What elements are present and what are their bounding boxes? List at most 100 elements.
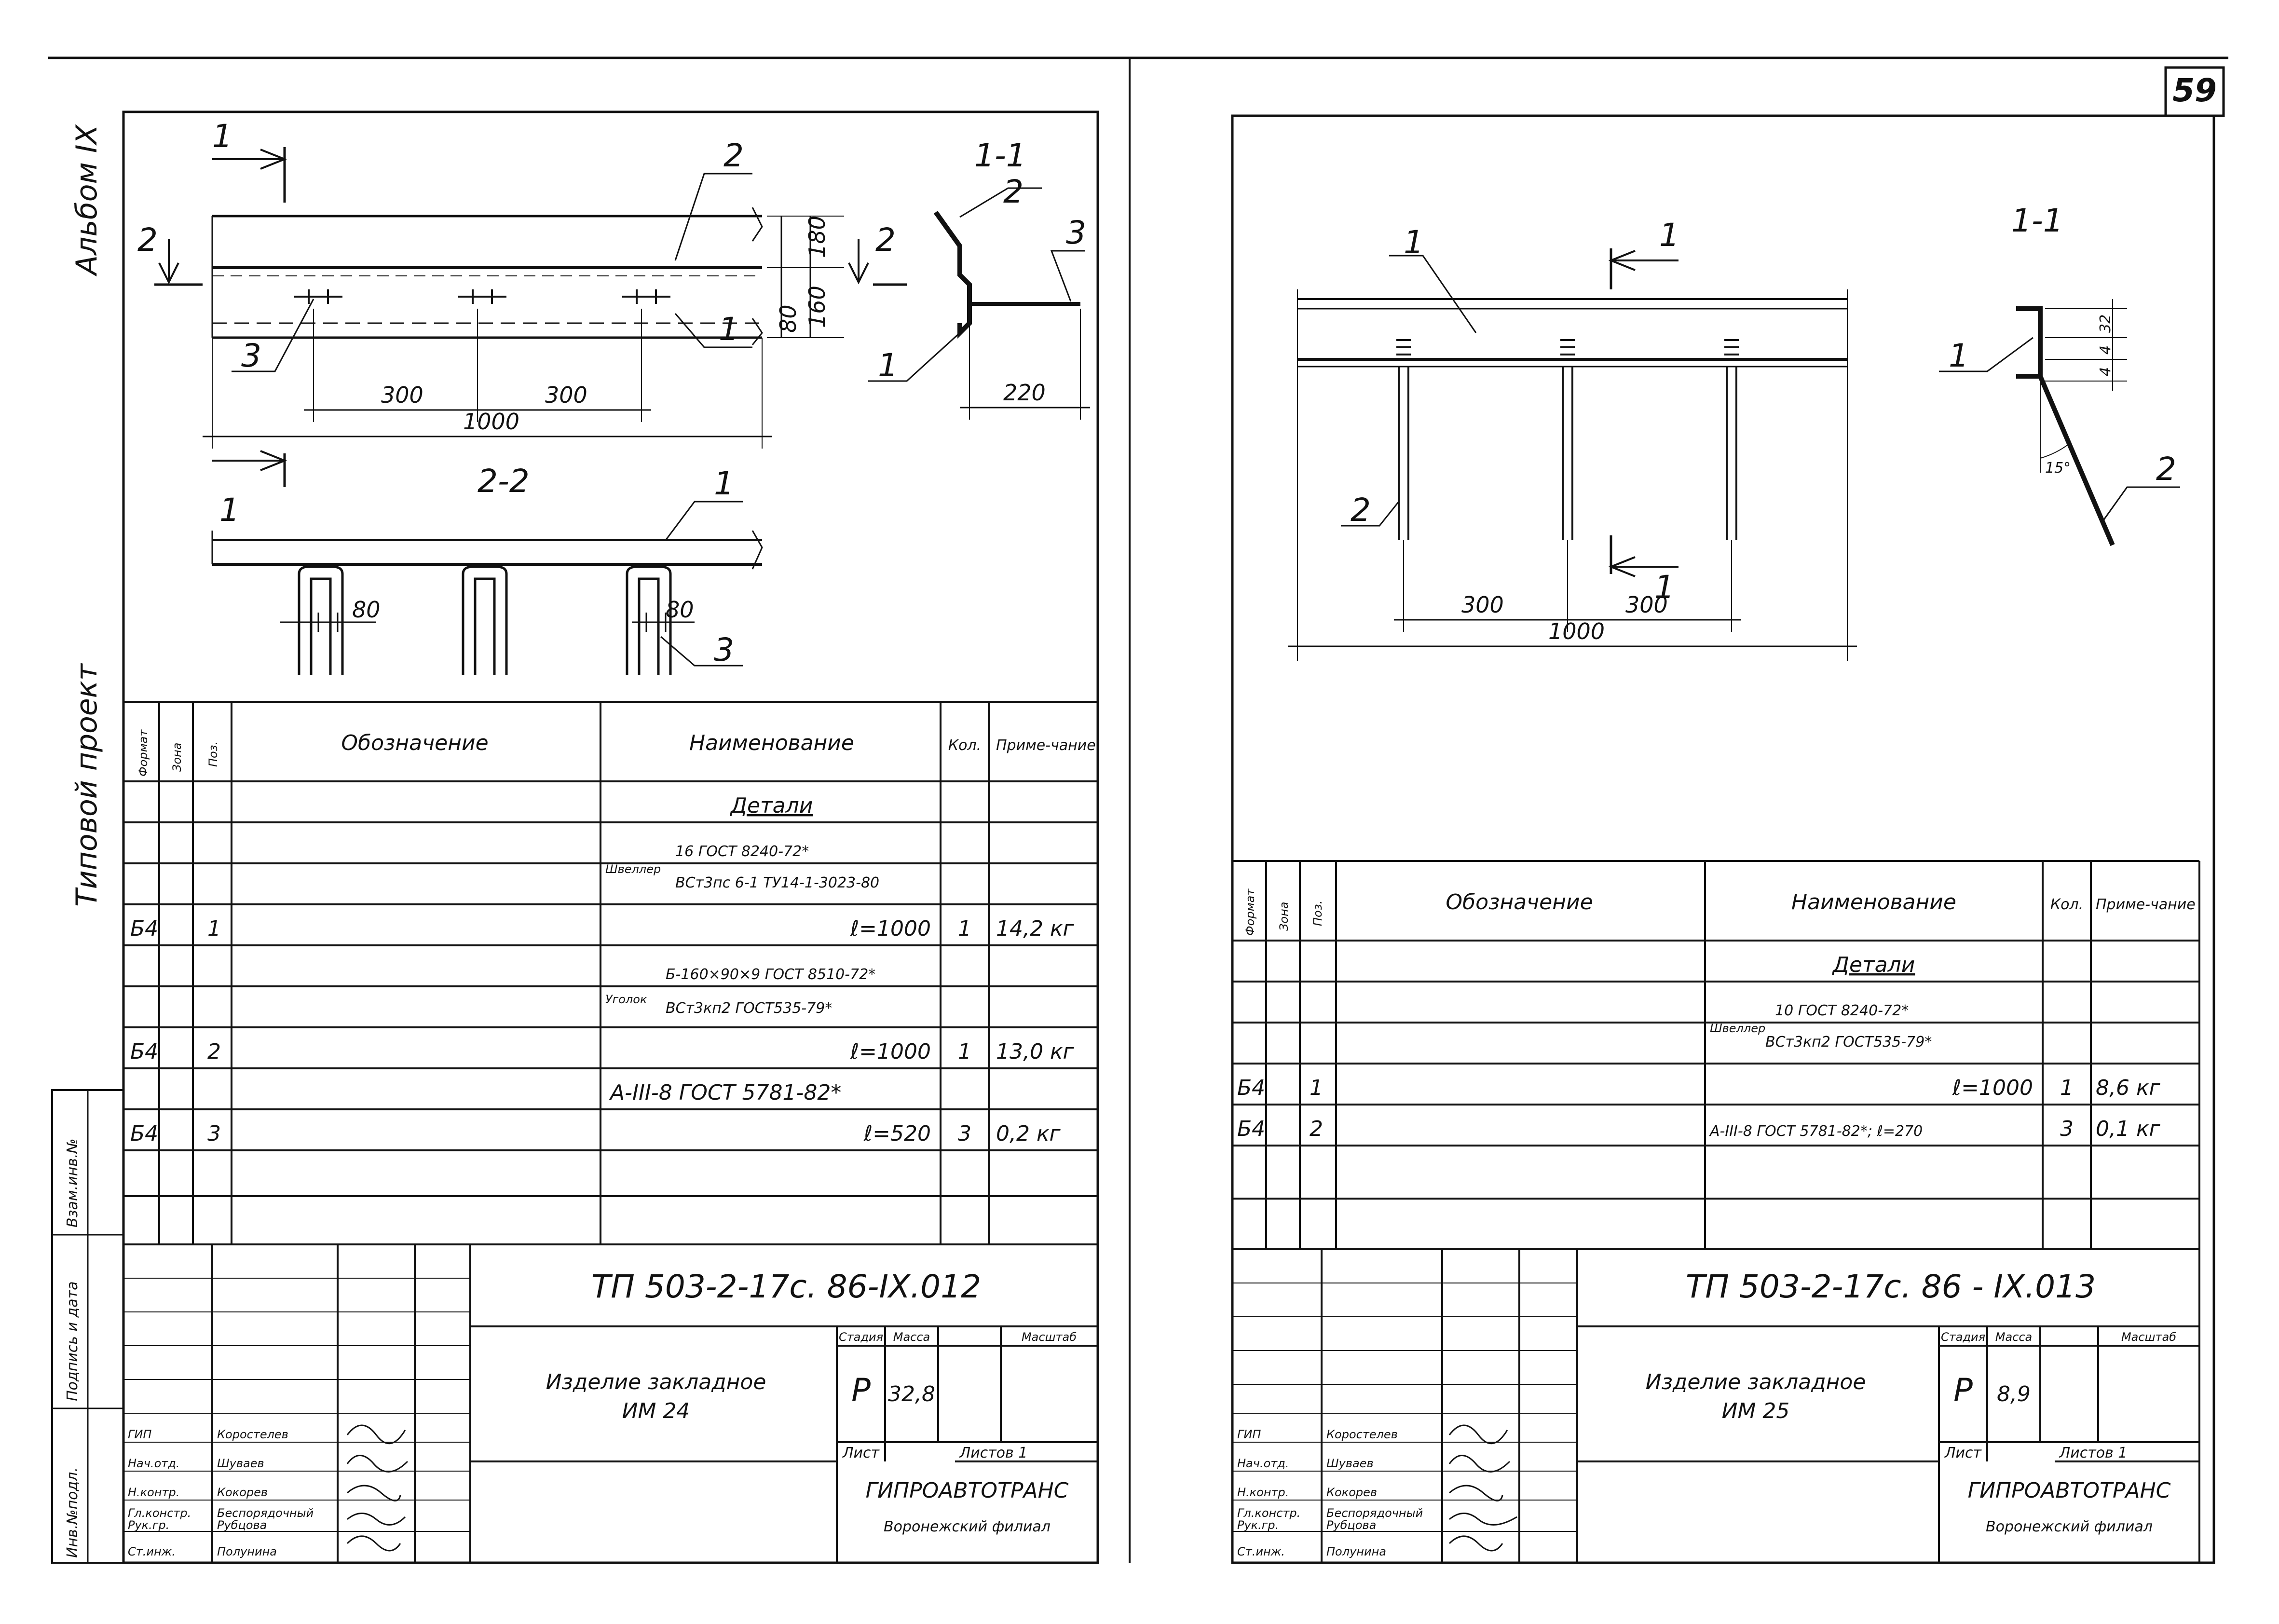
r-row2-pos: 1 <box>1310 1076 1323 1100</box>
r-sec-pos1: 1 <box>1949 337 1969 374</box>
r-staff-role-5: Рук.гр. <box>1237 1518 1279 1532</box>
r-staff-role-2: Нач.отд. <box>1237 1457 1289 1470</box>
r-row1-top: 10 ГОСТ 8240-72* <box>1775 1002 1909 1019</box>
r-sheet-label: Лист <box>1944 1445 1982 1461</box>
r-row2-qty: 1 <box>2060 1076 2074 1100</box>
hdr-note: Приме-чание <box>996 737 1096 754</box>
r-row2-format: Б4 <box>1237 1076 1265 1100</box>
org-branch: Воронежский филиал <box>884 1518 1051 1535</box>
left-plan-view: 1 2 2 2 1 3 180 160 80 300 300 1000 <box>137 118 907 449</box>
staff-role-3: Н.контр. <box>128 1486 179 1499</box>
r-org-name: ГИПРОАВТОТРАНС <box>1968 1478 2171 1503</box>
stamp-signature-date: Подпись и дата <box>64 1282 81 1402</box>
r-hdr-note: Приме-чание <box>2096 896 2196 913</box>
page-number-box: 59 <box>2164 66 2225 117</box>
section-details: Детали <box>730 793 813 818</box>
r-hdr-pos: Поз. <box>1311 901 1324 926</box>
project-label: Типовой проект <box>70 663 104 907</box>
staff-name-1: Коростелев <box>217 1428 288 1441</box>
stamp-inv-podl: Инв.№подл. <box>64 1467 81 1558</box>
r-row3-pos: 2 <box>1310 1117 1323 1141</box>
sec22-cut1: 1 <box>219 491 240 529</box>
item-code: ИМ 24 <box>622 1399 690 1423</box>
r-row2-note: 8,6 кг <box>2096 1076 2161 1100</box>
r-staff-name-3: Кокорев <box>1326 1486 1377 1499</box>
sec-pos3: 3 <box>1066 214 1086 251</box>
row6-qty: 3 <box>958 1121 971 1146</box>
dim-80a: 80 <box>352 597 381 623</box>
item-name: Изделие закладное <box>546 1370 766 1394</box>
dim-80b: 80 <box>666 597 694 623</box>
sheet-label: Лист <box>842 1445 880 1461</box>
row6-name: ℓ=520 <box>863 1121 931 1146</box>
cut1-label: 1 <box>212 118 232 155</box>
r-row2-name: ℓ=1000 <box>1952 1076 2033 1100</box>
mass-value: 32,8 <box>888 1382 935 1406</box>
row3-top: Б-160×90×9 ГОСТ 8510-72* <box>666 966 875 983</box>
left-title-block: ТП 503-2-17с. 86-IX.012 Изделие закладно… <box>123 1243 1098 1563</box>
cut2-label-right: 2 <box>875 221 896 259</box>
sec-2-2-title: 2-2 <box>478 463 530 500</box>
hdr-name: Наименование <box>689 731 854 755</box>
r-dim-4a: 4 <box>2097 345 2114 355</box>
hdr-qty: Кол. <box>948 737 981 754</box>
dim-300b: 300 <box>545 382 587 408</box>
album-label: Альбом IX <box>70 124 104 277</box>
dim-220: 220 <box>1003 380 1046 406</box>
left-section-1-1: 1-1 2 3 1 220 <box>868 137 1090 420</box>
row4-format: Б4 <box>130 1039 158 1064</box>
r-pos1: 1 <box>1404 224 1424 261</box>
staff-name-5: Рубцова <box>217 1518 267 1532</box>
signatures <box>346 1424 409 1552</box>
pos2-label: 2 <box>723 137 744 174</box>
row4-note: 13,0 кг <box>996 1039 1075 1064</box>
right-spec-table: Формат Зона Поз. Обозначение Наименовани… <box>1232 860 2200 1563</box>
dim-80: 80 <box>775 304 801 333</box>
r-sheets-label: Листов 1 <box>2059 1445 2128 1461</box>
row4-name: ℓ=1000 <box>850 1039 931 1064</box>
staff-role-5: Рук.гр. <box>128 1518 169 1532</box>
right-section-1-1: 1-1 1 2 15° 32 4 4 <box>1939 202 2180 546</box>
r-staff-name-1: Коростелев <box>1326 1428 1398 1441</box>
row4-pos: 2 <box>207 1039 221 1064</box>
r-staff-name-2: Шуваев <box>1326 1457 1374 1470</box>
r-hdr-name: Наименование <box>1791 890 1956 914</box>
r-hdr-format: Формат <box>1243 888 1257 936</box>
right-plan-view: 1 1 1 2 300 300 1000 <box>1288 217 1857 661</box>
r-staff-name-6: Полунина <box>1326 1545 1386 1558</box>
staff-name-6: Полунина <box>217 1545 277 1558</box>
r-dim-300b: 300 <box>1625 592 1668 618</box>
row5-name: А-III-8 ГОСТ 5781-82* <box>609 1080 841 1105</box>
row2-name: ℓ=1000 <box>850 916 931 941</box>
row6-format: Б4 <box>130 1121 158 1146</box>
r-signatures <box>1448 1424 1517 1552</box>
row1-prefix: Швеллер <box>605 862 661 876</box>
r-item-name: Изделие закладное <box>1646 1370 1866 1394</box>
r-row1-prefix: Швеллер <box>1710 1022 1765 1035</box>
staff-name-2: Шуваев <box>217 1457 264 1470</box>
org-name: ГИПРОАВТОТРАНС <box>866 1478 1069 1503</box>
sec-pos1: 1 <box>878 347 898 384</box>
r-sec-1-1: 1-1 <box>2011 202 2063 239</box>
right-title-block: ТП 503-2-17с. 86 - IX.013 Изделие заклад… <box>1232 1249 2199 1563</box>
staff-role-4: Гл.констр. <box>128 1506 191 1520</box>
right-sheet-frame <box>1231 114 2215 1564</box>
row1-top: 16 ГОСТ 8240-72* <box>675 843 809 860</box>
dim-1000: 1000 <box>463 409 519 435</box>
sec-pos2: 2 <box>1003 173 1024 210</box>
r-row3-note: 0,1 кг <box>2096 1117 2161 1141</box>
r-sec-pos2: 2 <box>2156 450 2176 488</box>
row2-format: Б4 <box>130 916 158 941</box>
r-row3-format: Б4 <box>1237 1117 1265 1141</box>
r-staff-role-3: Н.контр. <box>1237 1486 1289 1499</box>
left-sheet-frame <box>122 110 1099 1564</box>
staff-name-4: Беспорядочный <box>217 1506 314 1520</box>
r-hdr-zone: Зона <box>1277 902 1291 931</box>
row2-note: 14,2 кг <box>996 916 1075 941</box>
r-dim-300a: 300 <box>1461 592 1504 618</box>
r-cut1-top: 1 <box>1659 217 1679 254</box>
scale-label: Масштаб <box>1022 1330 1077 1344</box>
dim-300a: 300 <box>381 382 423 408</box>
row6-pos: 3 <box>207 1121 221 1146</box>
r-section-details: Детали <box>1832 953 1915 977</box>
